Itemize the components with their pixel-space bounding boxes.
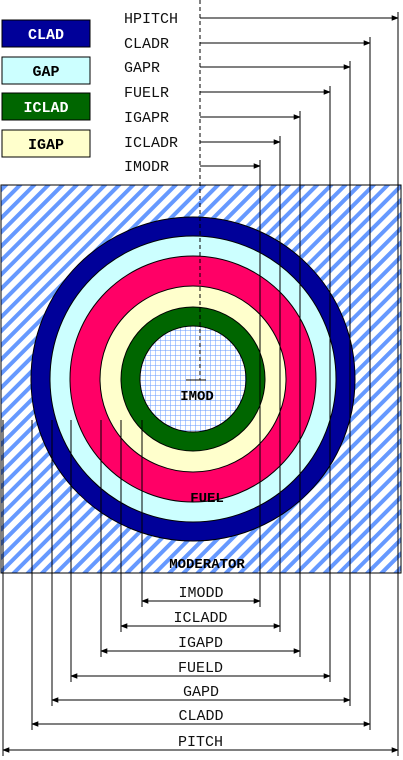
diameter-label-bg [167,584,235,599]
radius-label: IGAPR [124,110,169,127]
radius-label: CLADR [124,36,169,53]
diameter-label-bg [166,634,235,649]
diameter-label: IMODD [178,585,223,602]
diameter-label: CLADD [178,708,223,725]
fuel-pin-rings [30,216,356,542]
legend-label-gap: GAP [32,64,59,81]
legend-swatch-iclad [1,92,91,121]
radius-labels: HPITCH CLADR GAPR FUELR IGAPR ICLADR IMODR [124,11,178,176]
radius-label: FUELR [124,85,169,102]
diameter-label-bg [166,609,235,624]
legend: CLAD GAP ICLAD IGAP [1,19,91,158]
diameter-label-bg [166,733,235,748]
diameter-label: GAPD [183,684,219,701]
legend-label-iclad: ICLAD [23,100,68,117]
legend-swatch-igap [1,129,91,158]
diameter-label-bg [167,707,235,722]
legend-label-clad: CLAD [28,27,64,44]
diameter-label: ICLADD [173,610,227,627]
imod-label: IMOD [180,389,214,405]
dimension-lines [2,0,399,756]
radius-label: GAPR [124,60,160,77]
diameter-label: IGAPD [178,635,223,652]
radius-label: IMODR [124,159,169,176]
diameter-labels: IMODD ICLADD IGAPD FUELD GAPD CLADD PITCH [166,584,235,751]
diameter-label: PITCH [178,734,223,751]
diameter-label: FUELD [178,660,223,677]
fuel-label: FUEL [190,491,224,507]
diameter-label-bg [166,659,235,674]
legend-label-igap: IGAP [28,137,64,154]
legend-swatch-clad [1,19,91,48]
radius-label: ICLADR [124,135,178,152]
radius-label: HPITCH [124,11,178,28]
moderator-label: MODERATOR [169,557,245,573]
legend-swatch-gap [1,56,91,85]
imod-region [139,325,247,433]
diameter-label-bg [167,683,235,698]
